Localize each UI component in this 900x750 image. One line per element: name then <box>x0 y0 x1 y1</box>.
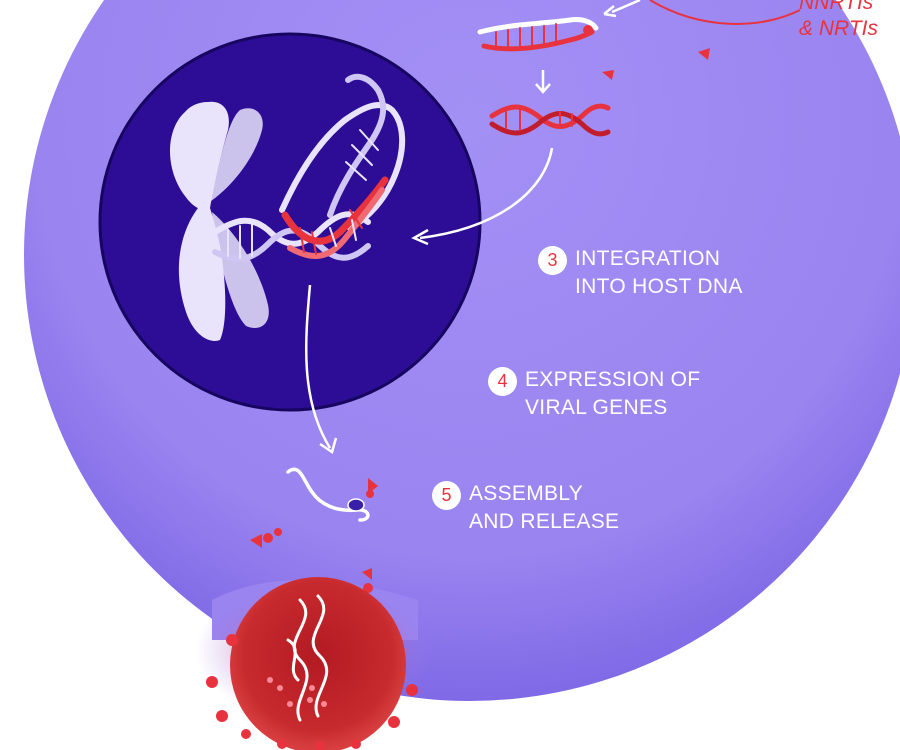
viral-rna-dna-hybrid <box>477 17 599 52</box>
drug-inhibition-arc <box>649 0 801 25</box>
drug-label-line2: & NRTIs <box>799 17 878 40</box>
step-label-line1: EXPRESSION OF <box>525 368 701 391</box>
step-label-line2: VIRAL GENES <box>525 396 668 419</box>
step-number-badge: 3 <box>538 246 567 275</box>
step-3-integration: 3 INTEGRATION INTO HOST DNA <box>538 246 743 301</box>
host-dna-helix <box>212 73 406 262</box>
step-label-line1: ASSEMBLY <box>469 482 584 505</box>
arrow-head-hybrid <box>603 5 617 18</box>
arrow-into-nucleus <box>411 147 554 246</box>
step-label-line2: INTO HOST DNA <box>575 275 743 298</box>
scattered-proteins <box>602 48 710 80</box>
arrow-to-expression <box>304 284 338 454</box>
step-label-line1: INTEGRATION <box>575 247 721 270</box>
step-number-badge: 4 <box>488 367 517 396</box>
viral-dsdna <box>489 103 611 137</box>
drug-label: NNRTIs & NRTIs <box>799 0 878 42</box>
step-4-expression: 4 EXPRESSION OF VIRAL GENES <box>488 367 700 422</box>
step-5-assembly: 5 ASSEMBLY AND RELEASE <box>432 481 619 536</box>
arrow-down <box>535 70 551 94</box>
arrow-to-hybrid <box>611 0 641 14</box>
step-label-line2: AND RELEASE <box>469 510 620 533</box>
chromosome <box>170 101 269 341</box>
step-number-badge: 5 <box>432 481 461 510</box>
budding-virion <box>206 577 418 750</box>
drug-label-line1: NNRTIs <box>799 0 874 14</box>
